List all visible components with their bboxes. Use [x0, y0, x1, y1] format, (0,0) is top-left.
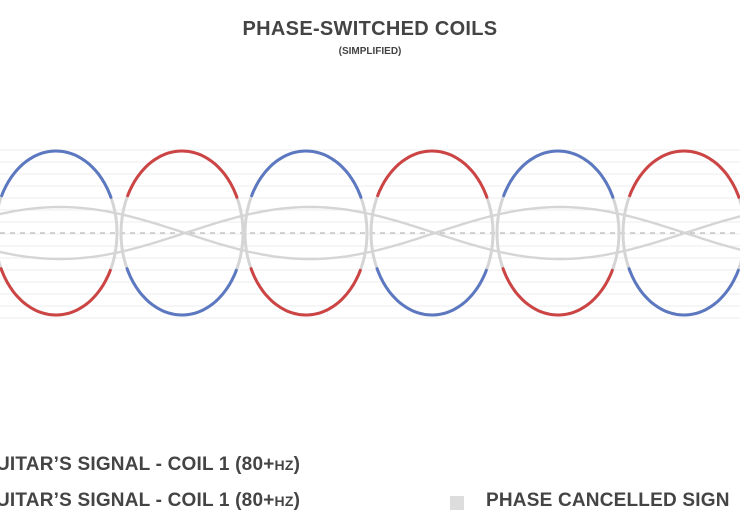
- legend-coil-2-close: ): [293, 490, 301, 511]
- coil-lobe-top-arc: [0, 149, 113, 199]
- coil-lobe-bottom-arc: [375, 267, 488, 317]
- legend-cancelled: PHASE CANCELLED SIGN: [486, 490, 730, 512]
- coil-lobe-top-arc: [376, 149, 489, 199]
- coil-lobe-top-arc: [126, 149, 239, 199]
- legend-coil-2: UITAR’S SIGNAL - COIL 1 (80+HZ): [0, 490, 300, 512]
- legend-coil-2-unit: HZ: [274, 493, 294, 509]
- coil-lobe-top-arc: [250, 149, 363, 199]
- coil-lobe-bottom-arc: [627, 267, 740, 317]
- legend-cancelled-label: PHASE CANCELLED SIGN: [486, 490, 730, 511]
- coil-lobe-bottom-arc: [0, 267, 112, 317]
- coil-wave-diagram: [0, 149, 740, 319]
- legend-coil-1-unit: HZ: [274, 457, 294, 473]
- coil-lobe-bottom-arc: [125, 267, 238, 317]
- legend-cancelled-swatch: [450, 496, 464, 510]
- coil-lobe-top-arc: [628, 149, 740, 199]
- coil-lobe-top-arc: [502, 149, 615, 199]
- coil-lobe-bottom-arc: [249, 267, 362, 317]
- legend-coil-1-close: ): [293, 454, 301, 475]
- legend-coil-1-label: UITAR’S SIGNAL - COIL 1 (80+: [0, 454, 275, 475]
- diagram-subtitle: (SIMPLIFIED): [338, 46, 402, 57]
- coil-lobe-bottom-arc: [501, 267, 614, 317]
- legend-coil-1: UITAR’S SIGNAL - COIL 1 (80+HZ): [0, 454, 300, 476]
- diagram-title: PHASE-SWITCHED COILS: [242, 18, 498, 40]
- legend-coil-2-label: UITAR’S SIGNAL - COIL 1 (80+: [0, 490, 275, 511]
